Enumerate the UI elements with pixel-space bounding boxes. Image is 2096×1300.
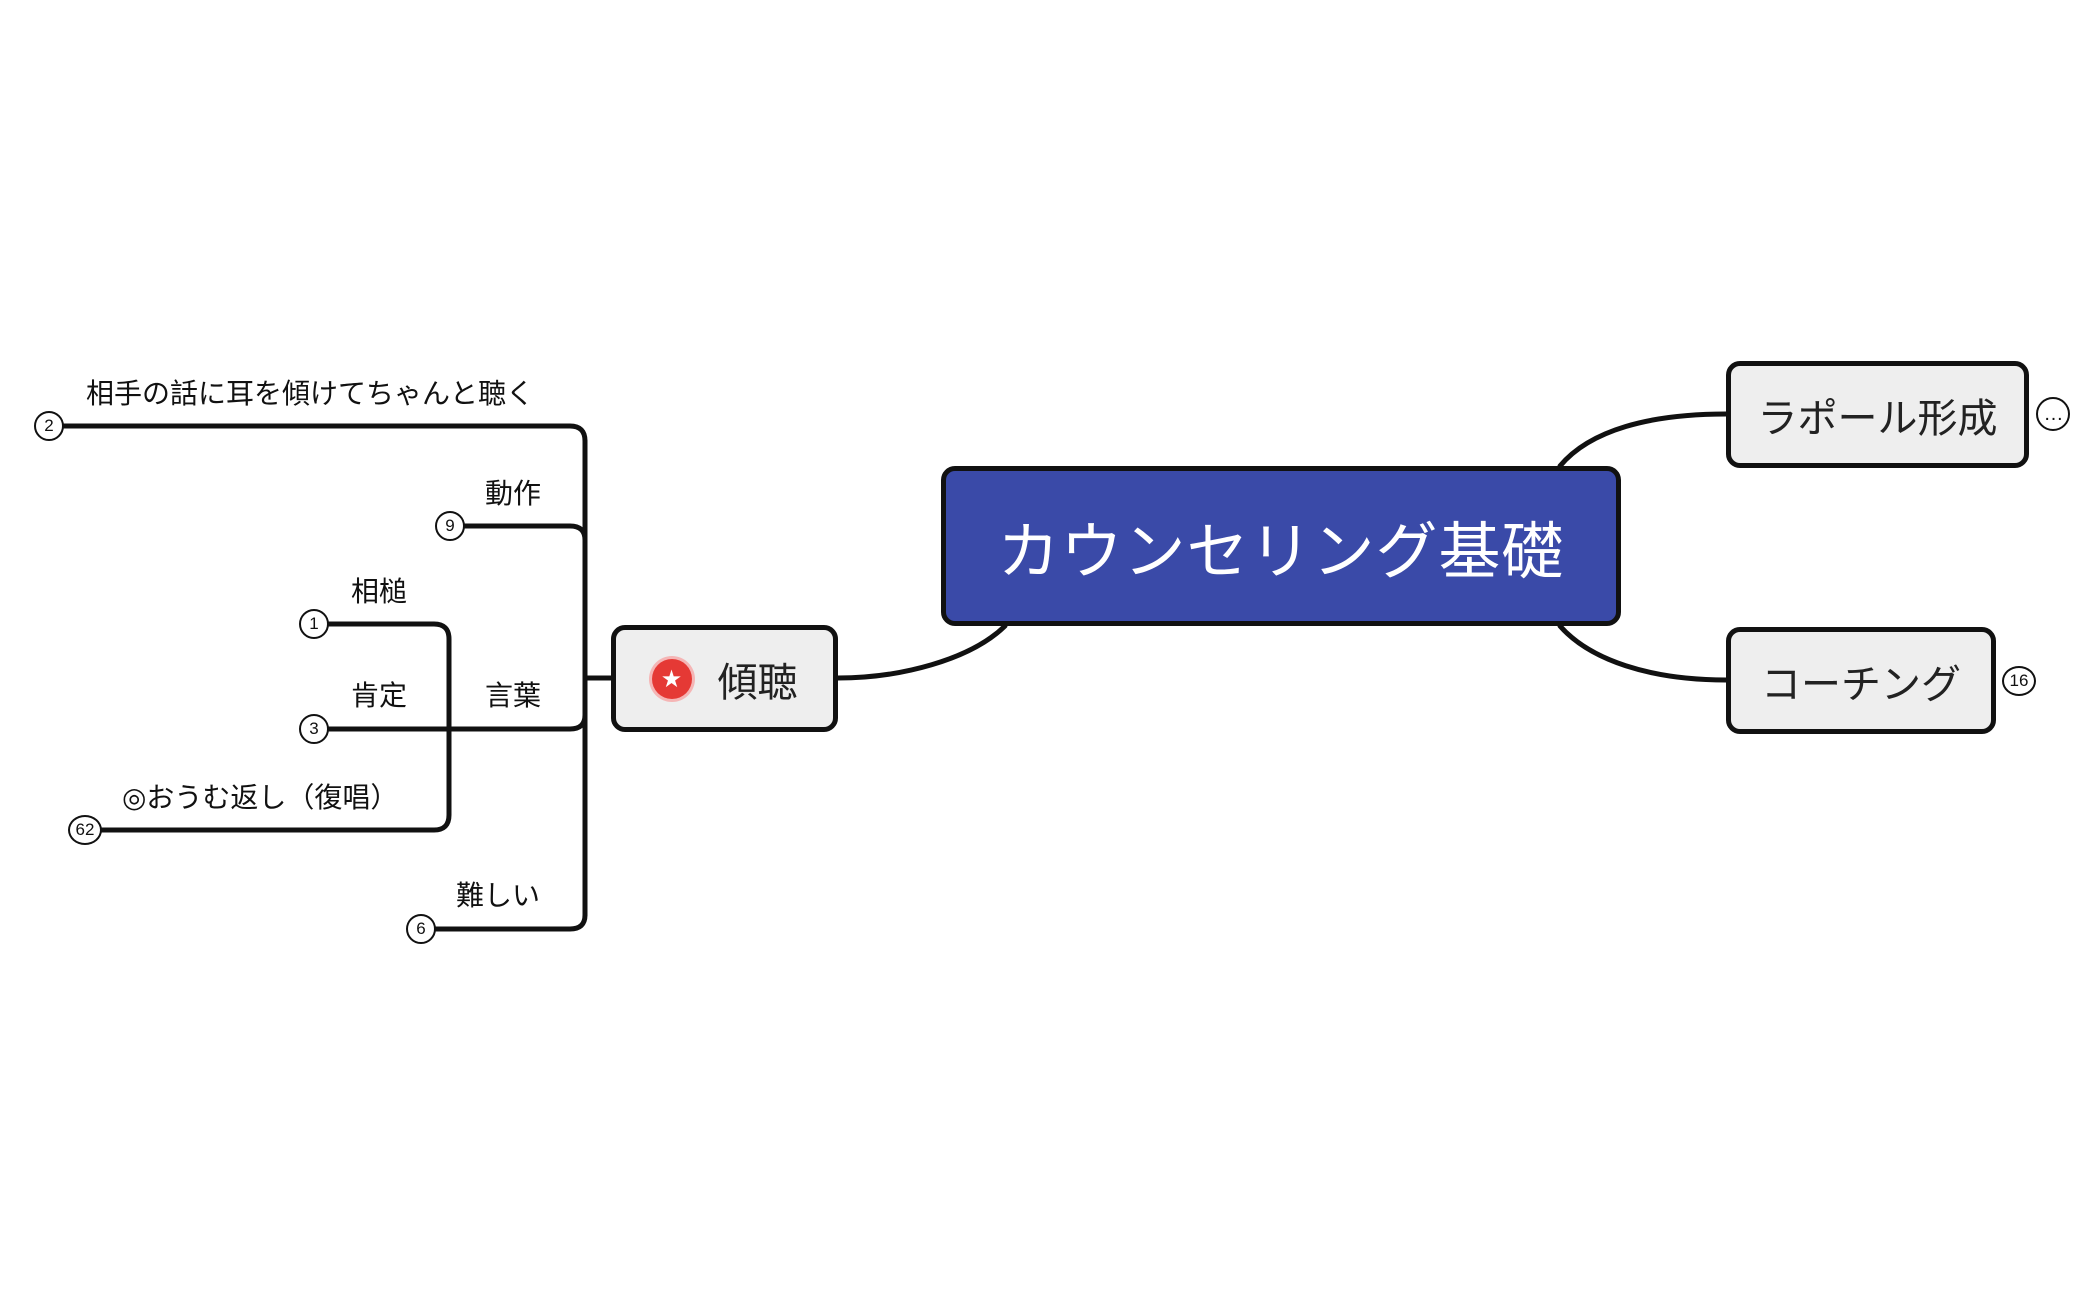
- central-topic-label: カウンセリング基礎: [997, 515, 1565, 588]
- star-icon: ★: [651, 658, 692, 699]
- line-muzukashii: [433, 912, 588, 932]
- line-dosa: [462, 523, 588, 543]
- branch-kotoba-label[interactable]: 言葉: [485, 679, 542, 712]
- aizuchi-count-badge[interactable]: 1: [299, 609, 329, 639]
- line-central-coaching: [1557, 623, 1729, 683]
- line-listen: [61, 423, 588, 444]
- topic-rapport[interactable]: ラポール形成: [1726, 361, 2029, 468]
- topic-coaching-label: コーチング: [1761, 661, 1961, 708]
- muzukashii-count-badge[interactable]: 6: [406, 914, 436, 944]
- topic-coaching[interactable]: コーチング: [1726, 627, 1996, 734]
- topic-keicho-label: 傾聴: [717, 659, 798, 706]
- line-central-rapport: [1557, 411, 1729, 469]
- branch-aizuchi-label[interactable]: 相槌: [351, 575, 408, 608]
- collapsed-more-icon[interactable]: …: [2036, 397, 2070, 431]
- central-topic[interactable]: カウンセリング基礎: [941, 466, 1621, 626]
- kotei-count-badge[interactable]: 3: [299, 714, 329, 744]
- branch-muzukashii-label[interactable]: 難しい: [456, 879, 541, 912]
- branch-dosa-label[interactable]: 動作: [485, 477, 542, 510]
- topic-rapport-label: ラポール形成: [1757, 395, 1998, 442]
- branch-oumu-label[interactable]: ◎おうむ返し（復唱）: [122, 781, 399, 814]
- dosa-count-badge[interactable]: 9: [435, 511, 465, 541]
- listen-count-badge[interactable]: 2: [34, 411, 64, 441]
- line-central-keicho: [835, 623, 1008, 681]
- branch-listen-label[interactable]: 相手の話に耳を傾けてちゃんと聴く: [86, 377, 535, 410]
- coaching-count-badge[interactable]: 16: [2002, 666, 2036, 696]
- line-kotoba: [326, 712, 588, 732]
- branch-kotei-label[interactable]: 肯定: [351, 679, 408, 712]
- oumu-count-badge[interactable]: 62: [68, 815, 102, 845]
- line-aizuchi: [97, 621, 452, 833]
- topic-keicho[interactable]: ★ 傾聴: [611, 625, 838, 732]
